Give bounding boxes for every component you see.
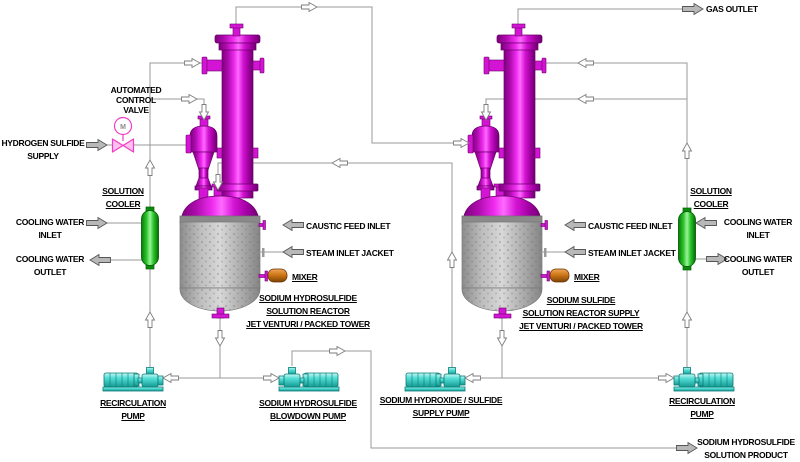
solution-cooler-left-label: SOLUTION COOLER bbox=[102, 186, 144, 209]
recirculation-pump-left bbox=[102, 367, 164, 392]
solution-cooler-right bbox=[678, 207, 696, 271]
mixer-1-label: MIXER bbox=[292, 272, 318, 282]
reactor-2-label: SODIUM SULFIDE SOLUTION REACTOR SUPPLY J… bbox=[519, 295, 643, 331]
pipe-blowdown-to-product bbox=[291, 350, 677, 449]
gas-outlet-label: GAS OUTLET bbox=[706, 4, 758, 14]
recirculation-pump-left-label: RECIRCULATION PUMP bbox=[100, 398, 166, 421]
supply-pump bbox=[404, 367, 466, 392]
reactor-1-sodium-hydrosulfide bbox=[180, 24, 304, 318]
automated-control-valve: M bbox=[111, 116, 135, 153]
pipe-reactor2-overhead-gas-outlet bbox=[517, 8, 684, 30]
blowdown-pump-label: SODIUM HYDROSULFIDE BLOWDOWN PUMP bbox=[259, 398, 357, 421]
cooling-water-outlet-left-label: COOLING WATER OUTLET bbox=[15, 254, 85, 277]
cw-inlet-right-arrow-icon bbox=[695, 217, 717, 229]
recirculation-pump-right bbox=[673, 367, 735, 392]
valve-actuator-icon bbox=[113, 116, 133, 136]
arrow-left-icon bbox=[464, 373, 481, 383]
arrow-right-icon bbox=[263, 373, 280, 383]
arrow-up-icon bbox=[447, 251, 457, 268]
arrow-right-icon bbox=[301, 2, 318, 12]
cooling-water-inlet-left-label: COOLING WATER INLET bbox=[15, 217, 85, 240]
recirculation-pump-right-label: RECIRCULATION PUMP bbox=[669, 396, 735, 419]
arrow-up-icon bbox=[682, 311, 692, 328]
h2s-supply-arrow-icon bbox=[86, 139, 108, 151]
blowdown-pump bbox=[278, 367, 340, 392]
reactor-2-sodium-sulfide-supply bbox=[462, 24, 586, 318]
automated-control-valve-label: AUTOMATED CONTROL VALVE bbox=[110, 85, 162, 115]
supply-pump-label: SODIUM HYDROXIDE / SULFIDE SUPPLY PUMP bbox=[379, 395, 503, 418]
control-valve-body-icon bbox=[111, 138, 135, 153]
cw-outlet-left-arrow-icon bbox=[89, 254, 111, 266]
arrow-right-icon bbox=[658, 373, 675, 383]
solution-cooler-right-label: SOLUTION COOLER bbox=[690, 186, 732, 209]
arrow-up-icon bbox=[682, 142, 692, 159]
steam-inlet-jacket-1-label: STEAM INLET JACKET bbox=[306, 248, 394, 258]
cooling-water-inlet-right-label: COOLING WATER INLET bbox=[723, 217, 793, 240]
arrow-left-icon bbox=[331, 158, 348, 168]
valve-actuator-letter: M bbox=[120, 124, 126, 131]
arrow-left-icon bbox=[162, 373, 179, 383]
arrow-right-icon bbox=[181, 94, 198, 104]
cooling-water-outlet-right-label: COOLING WATER OUTLET bbox=[723, 254, 793, 277]
hydrogen-sulfide-supply-label: HYDROGEN SULFIDE SUPPLY bbox=[1, 138, 85, 161]
mixer-2-label: MIXER bbox=[574, 272, 600, 282]
solution-product-label: SODIUM HYDROSULFIDE SOLUTION PRODUCT bbox=[697, 437, 795, 460]
reactor-1-label: SODIUM HYDROSULFIDE SOLUTION REACTOR JET… bbox=[246, 293, 370, 329]
steam-inlet-jacket-2-label: STEAM INLET JACKET bbox=[588, 248, 676, 258]
arrow-down-icon bbox=[215, 330, 225, 347]
caustic-feed-inlet-2-label: CAUSTIC FEED INLET bbox=[588, 221, 673, 231]
arrow-left-icon bbox=[577, 58, 594, 68]
arrow-right-icon bbox=[453, 138, 470, 148]
arrow-up-icon bbox=[145, 311, 155, 328]
arrow-right-icon bbox=[329, 346, 346, 356]
caustic-feed-inlet-1-label: CAUSTIC FEED INLET bbox=[306, 221, 391, 231]
solution-cooler-left bbox=[141, 206, 159, 270]
arrow-up-icon bbox=[145, 159, 155, 176]
arrow-down-icon bbox=[497, 330, 507, 347]
arrow-left-icon bbox=[577, 94, 594, 104]
arrow-right-icon bbox=[184, 58, 201, 68]
gas-outlet-arrow-icon bbox=[682, 3, 704, 15]
pipe-reactor1-overhead-to-venturi2 bbox=[235, 6, 470, 144]
